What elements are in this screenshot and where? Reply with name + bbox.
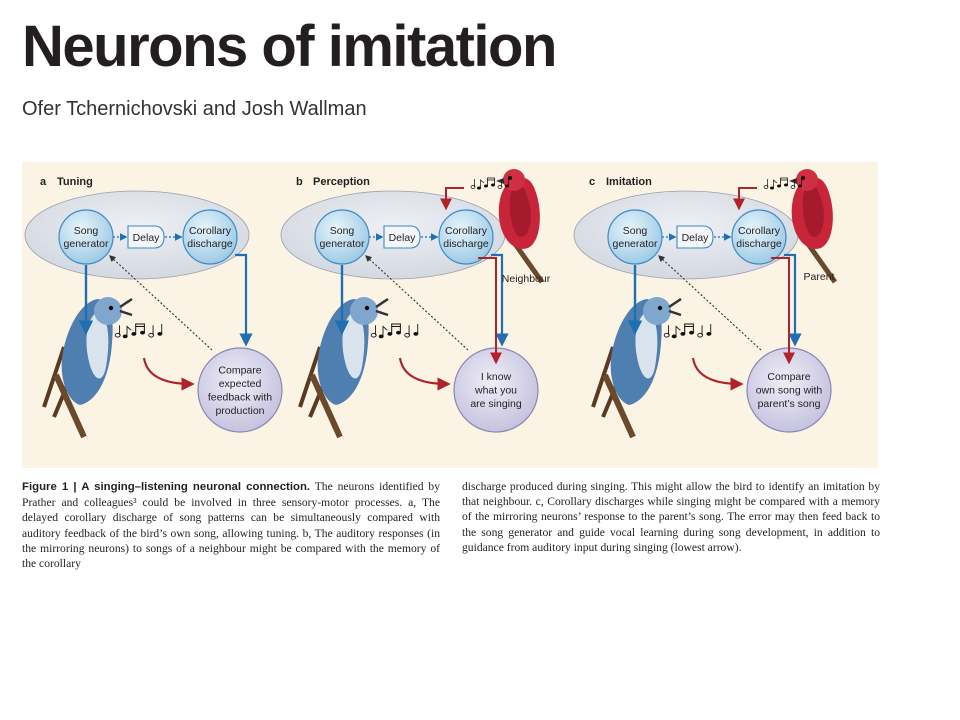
song-generator-label-line-0: Song	[330, 225, 355, 237]
arrow-corollary-to-compare	[235, 253, 253, 347]
song-generator-label-line-1: generator	[613, 238, 658, 250]
compare-label-line-1: own song with	[756, 385, 823, 397]
panel-letter: c	[589, 176, 595, 188]
panel-heading: Imitation	[606, 176, 652, 188]
authors: Ofer Tchernichovski and Josh Wallman	[22, 98, 367, 120]
music-notes-icon	[763, 177, 802, 190]
compare-label-line-0: Compare	[767, 371, 810, 383]
music-notes-icon	[663, 323, 712, 339]
song-generator-label-line-0: Song	[74, 225, 99, 237]
corollary-label-line-1: discharge	[736, 238, 782, 250]
arrow-song-to-corollary	[440, 187, 464, 211]
red-bird-icon	[789, 169, 838, 284]
delay-label: Delay	[133, 232, 161, 244]
blue-bird-icon	[298, 297, 389, 439]
song-generator-label-line-1: generator	[64, 238, 109, 250]
bird-label: Parent	[804, 271, 835, 283]
compare-circle	[197, 347, 283, 433]
feedback-arrow	[109, 255, 213, 351]
arrow-song-to-corollary	[733, 187, 757, 211]
delay-label: Delay	[389, 232, 417, 244]
corollary-label-line-1: discharge	[187, 238, 233, 250]
delay-label: Delay	[682, 232, 710, 244]
compare-label-line-2: feedback with	[208, 391, 272, 403]
compare-label-line-2: parent’s song	[758, 398, 821, 410]
corollary-label-line-1: discharge	[443, 238, 489, 250]
caption-right: discharge produced during singing. This …	[462, 480, 880, 554]
arrow-corollary-to-compare	[784, 253, 802, 347]
corollary-discharge-node	[438, 209, 494, 265]
compare-label-line-0: I know	[481, 371, 512, 383]
corollary-label-line-0: Corollary	[445, 225, 488, 237]
compare-label-line-0: Compare	[218, 364, 261, 376]
panel-heading: Perception	[313, 176, 370, 188]
feedback-arrow	[658, 255, 762, 351]
red-bird-icon	[496, 169, 545, 284]
caption-label: Figure 1 | A singing–listening neuronal …	[22, 481, 311, 493]
arrow-bird-to-compare	[691, 357, 744, 391]
music-notes-icon	[114, 323, 163, 339]
arrow-corollary-to-compare	[491, 253, 509, 347]
corollary-discharge-node	[731, 209, 787, 265]
compare-label-line-1: what you	[474, 385, 517, 397]
compare-label-line-3: production	[215, 405, 264, 417]
blue-bird-icon	[42, 297, 133, 439]
panel-letter: a	[40, 176, 47, 188]
song-generator-label-line-0: Song	[623, 225, 648, 237]
panel-letter: b	[296, 176, 303, 188]
delay-box	[383, 225, 421, 249]
delay-box	[127, 225, 165, 249]
bird-label: Neighbour	[502, 273, 551, 285]
arrow-red-to-compare	[771, 257, 795, 365]
song-generator-label-line-1: generator	[320, 238, 365, 250]
panel-heading: Tuning	[57, 176, 93, 188]
blue-bird-icon	[591, 297, 682, 439]
corollary-discharge-node	[182, 209, 238, 265]
caption-left: Figure 1 | A singing–listening neuronal …	[22, 479, 440, 571]
arrow-bird-to-compare	[398, 357, 451, 391]
corollary-label-line-0: Corollary	[738, 225, 781, 237]
music-notes-icon	[470, 177, 509, 190]
arrow-bird-to-compare	[142, 357, 195, 391]
feedback-arrow	[365, 255, 469, 351]
corollary-label-line-0: Corollary	[189, 225, 232, 237]
page-title: Neurons of imitation	[22, 14, 557, 79]
caption-left-text: The neurons identified by Prather and co…	[22, 480, 441, 571]
delay-box	[676, 225, 714, 249]
compare-label-line-1: expected	[219, 378, 262, 390]
music-notes-icon	[370, 323, 419, 339]
arrow-red-to-compare	[478, 257, 502, 365]
compare-label-line-2: are singing	[470, 398, 522, 410]
